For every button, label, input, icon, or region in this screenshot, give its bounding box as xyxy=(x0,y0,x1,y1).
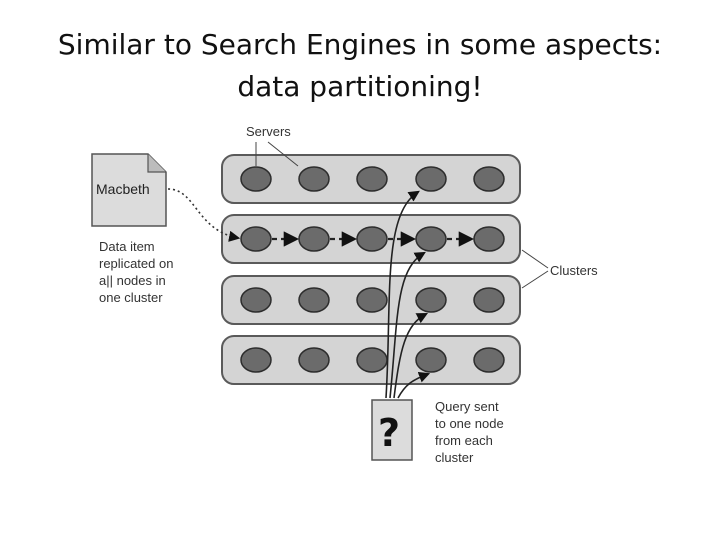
title-line-2: data partitioning! xyxy=(237,70,483,103)
document-icon: Macbeth xyxy=(91,153,167,227)
data-item-note-line: one cluster xyxy=(99,290,163,305)
clusters-annotation: Clusters xyxy=(521,249,598,289)
server-node xyxy=(473,166,505,192)
query-note-line: to one node xyxy=(435,416,504,431)
clusters-pointer xyxy=(521,270,549,289)
query-box: ? xyxy=(371,399,413,461)
query-note-line: Query sent xyxy=(435,399,499,414)
server-node xyxy=(298,347,330,373)
title-line-1: Similar to Search Engines in some aspect… xyxy=(57,28,663,61)
question-mark-icon: ? xyxy=(378,411,400,455)
server-node xyxy=(298,166,330,192)
server-node xyxy=(415,347,447,373)
server-nodes xyxy=(240,166,505,373)
document-fold xyxy=(147,154,166,173)
server-node xyxy=(473,287,505,313)
server-node xyxy=(240,287,272,313)
server-node xyxy=(356,347,388,373)
query-arrow xyxy=(385,190,420,399)
query-box-frame xyxy=(371,399,413,461)
servers-annotation: Servers xyxy=(246,124,299,167)
document-to-cluster-arrow xyxy=(167,188,241,242)
slide-title: Similar to Search Engines in some aspect… xyxy=(20,24,700,108)
clusters-pointer xyxy=(521,249,549,269)
server-node xyxy=(240,166,272,192)
data-item-note-line: replicated on xyxy=(99,256,173,271)
server-node xyxy=(240,226,272,252)
server-node xyxy=(473,226,505,252)
server-node xyxy=(298,226,330,252)
server-node xyxy=(473,347,505,373)
query-arrow xyxy=(393,312,428,399)
query-note-line: from each xyxy=(435,433,493,448)
query-note: Query sent to one node from each cluster xyxy=(435,399,504,465)
query-arrow xyxy=(389,251,426,399)
servers-label: Servers xyxy=(246,124,291,139)
servers-pointer xyxy=(267,141,299,167)
server-node xyxy=(240,347,272,373)
clusters-label: Clusters xyxy=(550,263,598,278)
server-node xyxy=(356,166,388,192)
query-arrow xyxy=(397,371,431,399)
data-item-note: Data item replicated on a|| nodes in one… xyxy=(99,239,173,305)
query-arrows xyxy=(385,190,431,399)
document-label: Macbeth xyxy=(96,181,150,197)
server-node xyxy=(415,226,447,252)
data-item-note-line: a|| nodes in xyxy=(99,273,166,288)
data-item-note-line: Data item xyxy=(99,239,155,254)
server-node xyxy=(356,287,388,313)
server-node xyxy=(298,287,330,313)
query-note-line: cluster xyxy=(435,450,474,465)
server-node xyxy=(415,166,447,192)
server-node xyxy=(415,287,447,313)
server-node xyxy=(356,226,388,252)
